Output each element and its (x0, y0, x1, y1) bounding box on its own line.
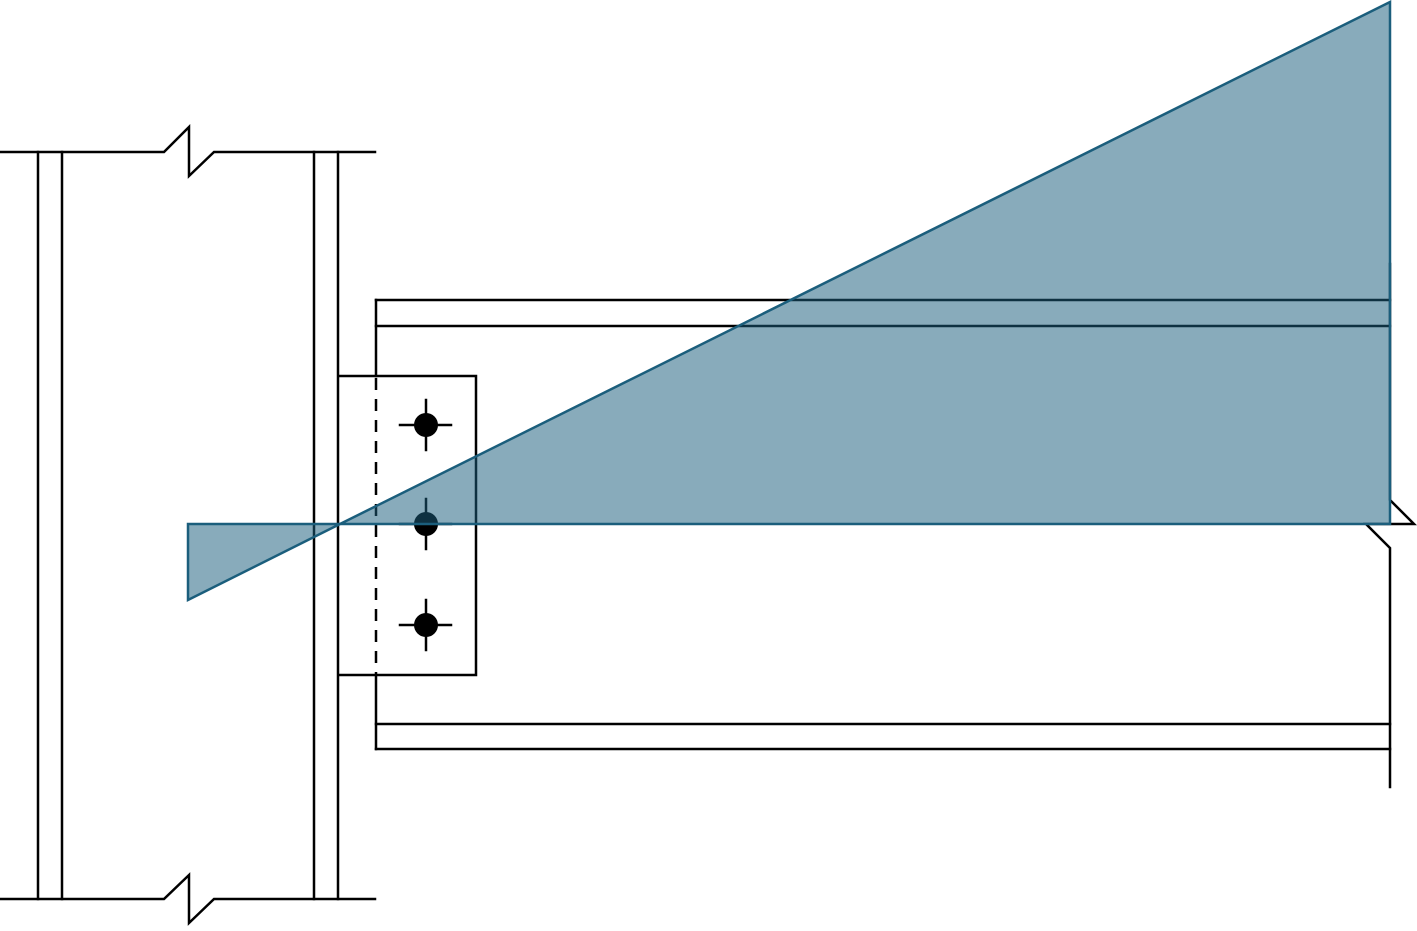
column-bottom-break-line (0, 872, 377, 926)
bolt-bottom (398, 598, 453, 652)
bolt-top (398, 398, 453, 452)
moment-positive-region (339, 0, 1392, 526)
column-top-break-line (0, 123, 377, 179)
moment-negative-region (186, 522, 341, 603)
shear-tab-plate (337, 374, 478, 677)
bending-moment-diagram (186, 0, 1392, 603)
shear-tab (337, 374, 478, 677)
